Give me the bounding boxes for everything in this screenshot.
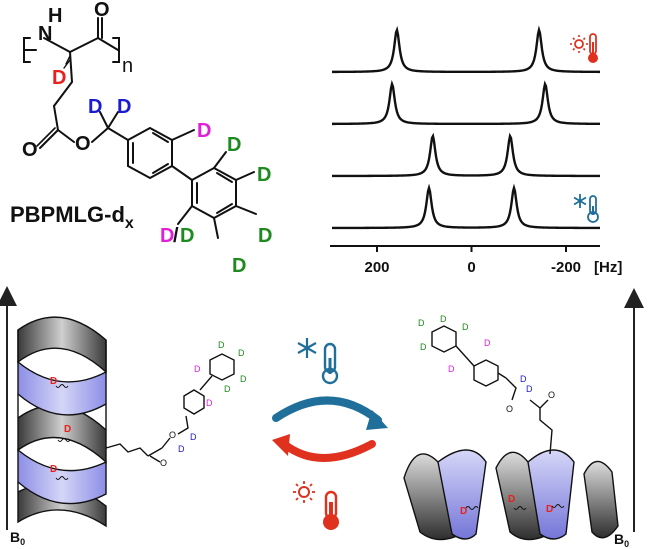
vertical-helix: B0 D D D O O D D D D D D D D (0, 286, 247, 547)
nmr-spectrum: 200 0 -200 [Hz] (330, 25, 622, 276)
atom-d-ch2-a: D (88, 96, 102, 118)
helix-d-ring2-bottom: D (224, 384, 231, 394)
molecule-structure (23, 17, 257, 239)
cooling-arrowhead (366, 410, 388, 430)
temperature-switch (272, 338, 388, 530)
repeat-unit-n: n (122, 55, 133, 77)
atom-d-ortho-slash: / (173, 225, 179, 247)
atom-d-ch2-b: D (117, 96, 131, 118)
x-unit-label: [Hz] (594, 259, 622, 276)
atom-o-carbonyl: O (94, 0, 110, 21)
helix-sidechain-o1: O (160, 458, 167, 468)
horiz-d-ch2-b: D (526, 384, 533, 394)
atom-o-ester: O (75, 133, 91, 155)
horiz-helix-d-2: D (508, 494, 515, 505)
atom-d-ring2-upper-right: D (257, 164, 271, 186)
atom-n: N (38, 23, 52, 45)
helix-d-ch2-b: D (178, 444, 185, 454)
sun-thermometer-icon (570, 33, 598, 63)
x-tick-label-200: 200 (364, 259, 389, 276)
helix-d-ring2-top: D (218, 340, 225, 350)
helix-d-label-1: D (50, 376, 57, 387)
nmr-traces (331, 25, 600, 230)
nmr-trace-3 (332, 132, 600, 178)
helix-wavy-bond-3 (55, 476, 69, 480)
heating-arrow (280, 440, 376, 462)
horiz-sidechain-o2: O (506, 404, 513, 414)
atom-d-alpha: D (52, 67, 66, 89)
helix-d-ch2-a: D (190, 432, 197, 442)
snowflake-thermometer-icon (297, 338, 339, 385)
x-tick-label-neg200: -200 (551, 259, 581, 276)
helix-d-ring1: D (206, 398, 213, 408)
x-tick-label-0: 0 (467, 259, 475, 276)
atom-d-ortho-magenta: D (160, 225, 174, 247)
atom-d-ring2-lower-right: D (258, 225, 272, 247)
atom-d-ring2-bottom: D (232, 255, 246, 277)
molecule-name: PBPMLG-dx (10, 202, 134, 232)
heating-arrowhead (272, 434, 290, 456)
nmr-trace-1 (331, 25, 600, 74)
atom-nh: H (48, 5, 62, 27)
horiz-d-ring2-a: D (418, 318, 425, 328)
horiz-wavy-bond-1 (465, 506, 479, 510)
helix-wavy-bond-1 (55, 384, 69, 388)
atom-d-ring2-top: D (227, 134, 241, 156)
horiz-d-ortho: D (448, 364, 455, 374)
horiz-d-ch2-a: D (520, 374, 527, 384)
b0-label-left: B0 (10, 529, 25, 547)
horiz-helix-d-3: D (546, 504, 553, 515)
helix-d-label-2: D (64, 424, 71, 435)
horiz-d-ring2-b: D (440, 314, 447, 324)
helix-d-ring2-ur: D (238, 348, 245, 358)
helix-sidechain-o2: O (169, 430, 176, 440)
snowflake-thermometer-icon (573, 194, 599, 223)
atom-d-ortho-green: D (180, 225, 194, 247)
horiz-d-ring2-d: D (420, 342, 427, 352)
helix-d-ortho: D (194, 364, 201, 374)
helix-d-label-3: D (50, 464, 57, 475)
nmr-trace-4 (332, 183, 600, 230)
horiz-wavy-bond-2 (513, 506, 527, 510)
horizontal-helix: B0 D D D O O D D D D D D D D (403, 288, 644, 549)
horiz-d-ring2-c: D (462, 322, 469, 332)
nmr-trace-2 (331, 79, 600, 126)
atom-o-ester-double: O (22, 139, 38, 161)
atom-d-ring1: D (197, 120, 211, 142)
helix-wavy-bond-2 (57, 438, 71, 442)
horiz-helix-d-1: D (460, 506, 467, 517)
molecule-atom-labels: N H O n D O O D D D D D D D D / D PBPMLG… (10, 0, 272, 277)
cooling-arrow (272, 396, 382, 424)
horiz-d-ring1: D (484, 338, 491, 348)
horiz-wavy-bond-3 (551, 504, 565, 508)
b0-label-right: B0 (614, 531, 629, 549)
helix-d-ring2-lr: D (240, 374, 247, 384)
horiz-sidechain-o1: O (548, 390, 555, 400)
sun-thermometer-icon (293, 481, 339, 530)
